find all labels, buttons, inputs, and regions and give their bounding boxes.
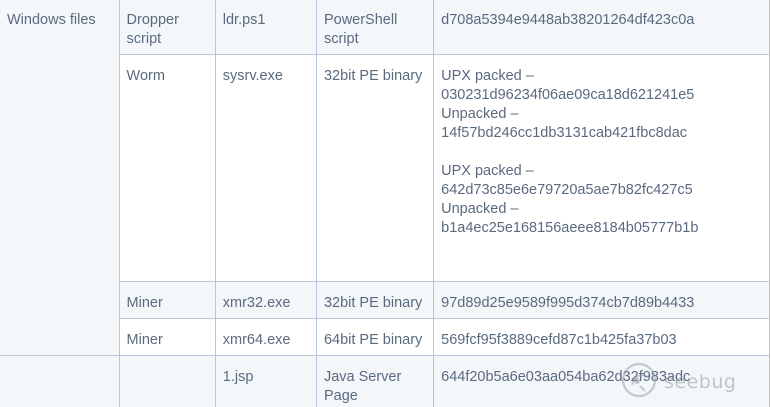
- type-cell: Worm: [118, 54, 216, 282]
- type-cell: Miner: [118, 318, 216, 356]
- type-label: Miner: [126, 332, 163, 348]
- filename-cell: 1.jsp: [214, 355, 317, 407]
- hash-group: UPX packed – 642d73c85e6e79720a5ae7b82fc…: [441, 162, 762, 238]
- filename-cell: xmr64.exe: [214, 318, 317, 356]
- unpacked-label: Unpacked –: [441, 201, 519, 217]
- table-row: Worm sysrv.exe 32bit PE binary UPX packe…: [0, 54, 770, 282]
- hash-cell: 644f20b5a6e03aa054ba62d32f983adc: [433, 355, 770, 407]
- filename-label: 1.jsp: [222, 369, 254, 385]
- type-label: Worm: [126, 68, 165, 84]
- format-label: 32bit PE binary: [323, 295, 423, 311]
- filename-label: ldr.ps1: [222, 12, 266, 28]
- format-cell: PowerShell script: [315, 0, 435, 55]
- type-cell: Miner: [118, 281, 216, 319]
- type-cell: [118, 355, 216, 407]
- hash-value: 569fcf95f3889cefd87c1b425fa37b03: [441, 332, 677, 348]
- filename-label: sysrv.exe: [222, 68, 283, 84]
- hash-cell: 97d89d25e9589f995d374cb7d89b4433: [433, 281, 770, 319]
- packed-label: UPX packed –: [441, 68, 534, 84]
- hash-value: d708a5394e9448ab38201264df423c0a: [441, 12, 695, 28]
- hash-cell: d708a5394e9448ab38201264df423c0a: [433, 0, 770, 55]
- filename-cell: sysrv.exe: [214, 54, 317, 282]
- table-row: Miner xmr64.exe 64bit PE binary 569fcf95…: [0, 318, 770, 356]
- format-label: 64bit PE binary: [323, 332, 423, 348]
- hash-group: UPX packed – 030231d96234f06ae09ca18d621…: [441, 67, 762, 143]
- category-cell: Windows files: [0, 0, 120, 356]
- category-cell: [0, 355, 120, 407]
- filename-label: xmr64.exe: [222, 332, 291, 348]
- hash-cell: UPX packed – 030231d96234f06ae09ca18d621…: [433, 54, 770, 282]
- hash-cell: 569fcf95f3889cefd87c1b425fa37b03: [433, 318, 770, 356]
- format-label: Java Server Page: [323, 369, 402, 404]
- filename-cell: xmr32.exe: [214, 281, 317, 319]
- table-row: Miner xmr32.exe 32bit PE binary 97d89d25…: [0, 281, 770, 319]
- packed-hash: 642d73c85e6e79720a5ae7b82fc427c5: [441, 182, 693, 198]
- format-label: 32bit PE binary: [323, 68, 423, 84]
- format-cell: Java Server Page: [315, 355, 435, 407]
- filename-label: xmr32.exe: [222, 295, 291, 311]
- hash-value: 97d89d25e9589f995d374cb7d89b4433: [441, 295, 695, 311]
- packed-label: UPX packed –: [441, 163, 534, 179]
- table-row: 1.jsp Java Server Page 644f20b5a6e03aa05…: [0, 355, 770, 407]
- category-label: Windows files: [7, 12, 96, 28]
- filename-cell: ldr.ps1: [214, 0, 317, 55]
- format-label: PowerShell script: [323, 12, 398, 47]
- packed-hash: 030231d96234f06ae09ca18d621241e5: [441, 87, 695, 103]
- type-label: Dropper script: [126, 12, 179, 47]
- format-cell: 32bit PE binary: [315, 281, 435, 319]
- type-label: Miner: [126, 295, 163, 311]
- hash-value: 644f20b5a6e03aa054ba62d32f983adc: [441, 369, 691, 385]
- unpacked-hash: b1a4ec25e168156aeee8184b05777b1b: [441, 220, 699, 236]
- format-cell: 64bit PE binary: [315, 318, 435, 356]
- type-cell: Dropper script: [118, 0, 216, 55]
- format-cell: 32bit PE binary: [315, 54, 435, 282]
- unpacked-hash: 14f57bd246cc1db3131cab421fbc8dac: [441, 125, 688, 141]
- table-row: Windows files Dropper script ldr.ps1 Pow…: [0, 0, 770, 356]
- unpacked-label: Unpacked –: [441, 106, 519, 122]
